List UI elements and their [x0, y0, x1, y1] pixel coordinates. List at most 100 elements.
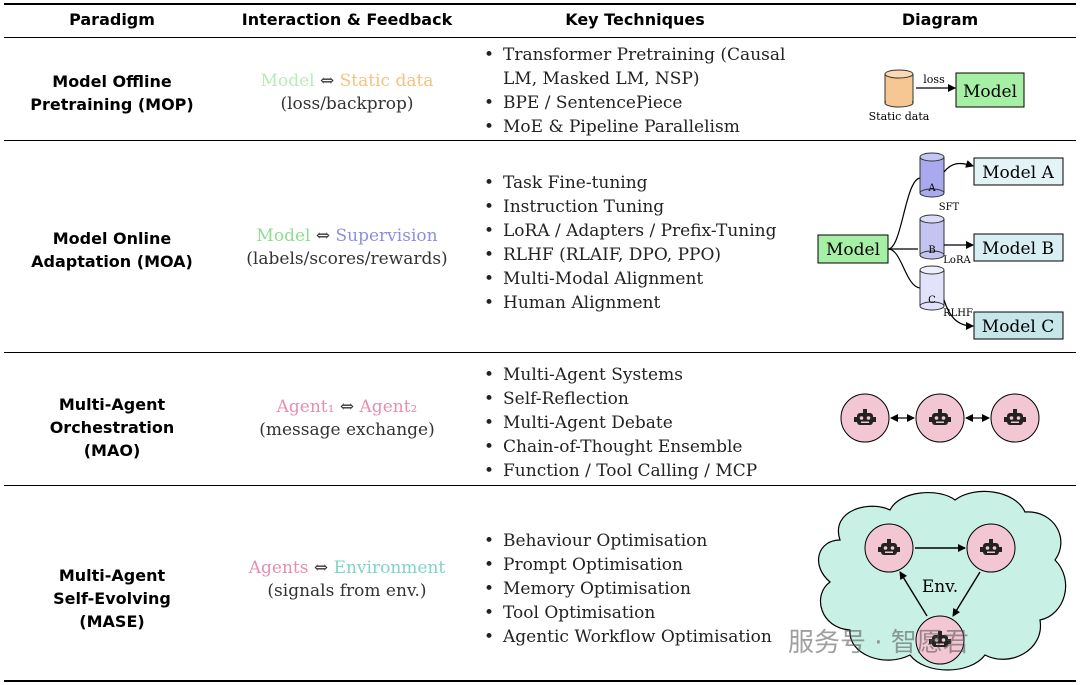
interaction-left: Model — [260, 71, 315, 91]
env-label: Env. — [922, 577, 958, 597]
paradigm-mase: Multi-Agent Self-Evolving (MASE) — [22, 564, 202, 633]
interaction-mase: Agents ⇔ Environment (signals from env.) — [232, 557, 462, 603]
db-a-label: A — [927, 183, 936, 194]
db-b-label: B — [928, 245, 935, 256]
interaction-right: Environment — [333, 558, 446, 578]
paradigm-line: Multi-Agent — [58, 395, 166, 414]
robot-icon — [878, 539, 900, 555]
paradigm-line: Multi-Agent — [58, 566, 166, 585]
interaction-pair: Model ⇔ Static data — [232, 70, 462, 93]
mop-diagram: Static data loss Model — [869, 69, 1025, 123]
agent-node — [990, 393, 1040, 443]
agent-node — [840, 393, 890, 443]
header-diagram: Diagram — [901, 10, 979, 29]
technique-continuation: LM, Masked LM, NSP) — [503, 69, 700, 89]
technique-item: Agentic Workflow Optimisation — [482, 625, 772, 649]
technique-item: Task Fine-tuning — [482, 171, 777, 195]
techniques-mase: Behaviour Optimisation Prompt Optimisati… — [482, 529, 772, 649]
database-a-icon — [919, 152, 945, 198]
paradigm-line: Pretraining (MOP) — [30, 95, 194, 114]
lora-label: LoRA — [943, 255, 971, 266]
techniques-mop: Transformer Pretraining (Causal LM, Mask… — [482, 43, 785, 139]
agent-node — [915, 393, 965, 443]
top-rule — [4, 3, 1076, 5]
paradigm-line: Model Offline — [52, 72, 172, 91]
interaction-arrow: ⇔ — [315, 226, 331, 246]
branch-a — [887, 177, 921, 250]
database-icon — [884, 69, 914, 108]
source-model-box — [817, 234, 889, 264]
interaction-pair: Model ⇔ Supervision — [232, 225, 462, 248]
model-a-label: Model A — [982, 163, 1054, 183]
technique-item: BPE / SentencePiece — [482, 91, 785, 115]
interaction-left: Agents — [248, 558, 309, 578]
interaction-moa: Model ⇔ Supervision (labels/scores/rewar… — [232, 225, 462, 271]
interaction-right: Static data — [339, 71, 434, 91]
technique-item: RLHF (RLAIF, DPO, PPO) — [482, 243, 777, 267]
model-box-label: Model — [963, 82, 1017, 102]
loss-label: loss — [923, 73, 945, 86]
paradigm-line: Model Online — [52, 229, 172, 248]
watermark: 服务号 · 智愿君 — [788, 628, 969, 658]
model-b-box — [973, 233, 1064, 262]
technique-item: Prompt Optimisation — [482, 553, 772, 577]
techniques-moa: Task Fine-tuning Instruction Tuning LoRA… — [482, 171, 777, 315]
interaction-right: Agent₂ — [359, 397, 418, 417]
db-label: Static data — [869, 110, 930, 123]
robot-icon — [929, 409, 951, 425]
robot-icon — [1004, 409, 1026, 425]
technique-item: Transformer Pretraining (Causal — [482, 43, 785, 67]
interaction-right: Supervision — [335, 226, 438, 246]
database-b-icon — [919, 214, 945, 260]
robot-icon — [854, 409, 876, 425]
model-box — [955, 72, 1025, 108]
paradigm-line: Orchestration (MAO) — [49, 418, 175, 460]
technique-item: Function / Tool Calling / MCP — [482, 459, 757, 483]
techniques-mao: Multi-Agent Systems Self-Reflection Mult… — [482, 363, 757, 483]
database-c-icon — [919, 265, 945, 311]
paradigm-mop: Model Offline Pretraining (MOP) — [22, 70, 202, 116]
model-c-label: Model C — [982, 317, 1054, 337]
technique-item: Chain-of-Thought Ensemble — [482, 435, 757, 459]
mao-diagram — [840, 393, 1040, 443]
paradigm-mao: Multi-Agent Orchestration (MAO) — [22, 393, 202, 462]
rlhf-label: RLHF — [943, 308, 973, 319]
sft-label: SFT — [939, 202, 960, 213]
row-rule-1 — [4, 140, 1076, 141]
model-c-box — [973, 311, 1064, 340]
row-rule-2 — [4, 352, 1076, 353]
interaction-left: Agent₁ — [276, 397, 335, 417]
header-rule — [4, 37, 1076, 38]
technique-item: Tool Optimisation — [482, 601, 772, 625]
header-paradigm: Paradigm — [69, 10, 155, 29]
interaction-pair: Agent₁ ⇔ Agent₂ — [232, 396, 462, 419]
model-a-box — [973, 157, 1064, 186]
interaction-pair: Agents ⇔ Environment — [232, 557, 462, 580]
branch-c — [887, 248, 921, 289]
db-c-label: C — [928, 295, 936, 306]
technique-item: Multi-Modal Alignment — [482, 267, 777, 291]
technique-item: Behaviour Optimisation — [482, 529, 772, 553]
technique-item: LM, Masked LM, NSP) — [482, 67, 785, 91]
robot-icon — [980, 539, 1002, 555]
arrow-c — [943, 299, 974, 330]
interaction-detail: (loss/backprop) — [280, 94, 414, 114]
interaction-detail: (signals from env.) — [267, 581, 427, 601]
source-model-label: Model — [826, 240, 880, 260]
paradigm-line: Self-Evolving (MASE) — [53, 589, 171, 631]
paradigm-line: Adaptation (MOA) — [31, 252, 193, 271]
technique-item: Multi-Agent Debate — [482, 411, 757, 435]
interaction-mao: Agent₁ ⇔ Agent₂ (message exchange) — [232, 396, 462, 442]
model-b-label: Model B — [982, 239, 1054, 259]
interaction-arrow: ⇔ — [339, 397, 355, 417]
arrow-a — [943, 160, 974, 173]
technique-item: LoRA / Adapters / Prefix-Tuning — [482, 219, 777, 243]
technique-item: MoE & Pipeline Parallelism — [482, 115, 785, 139]
interaction-detail: (message exchange) — [259, 420, 435, 440]
technique-item: Human Alignment — [482, 291, 777, 315]
agent-node — [864, 523, 914, 573]
cycle-arrow — [952, 571, 981, 617]
interaction-detail: (labels/scores/rewards) — [246, 249, 448, 269]
technique-item: Instruction Tuning — [482, 195, 777, 219]
interaction-mop: Model ⇔ Static data (loss/backprop) — [232, 70, 462, 116]
